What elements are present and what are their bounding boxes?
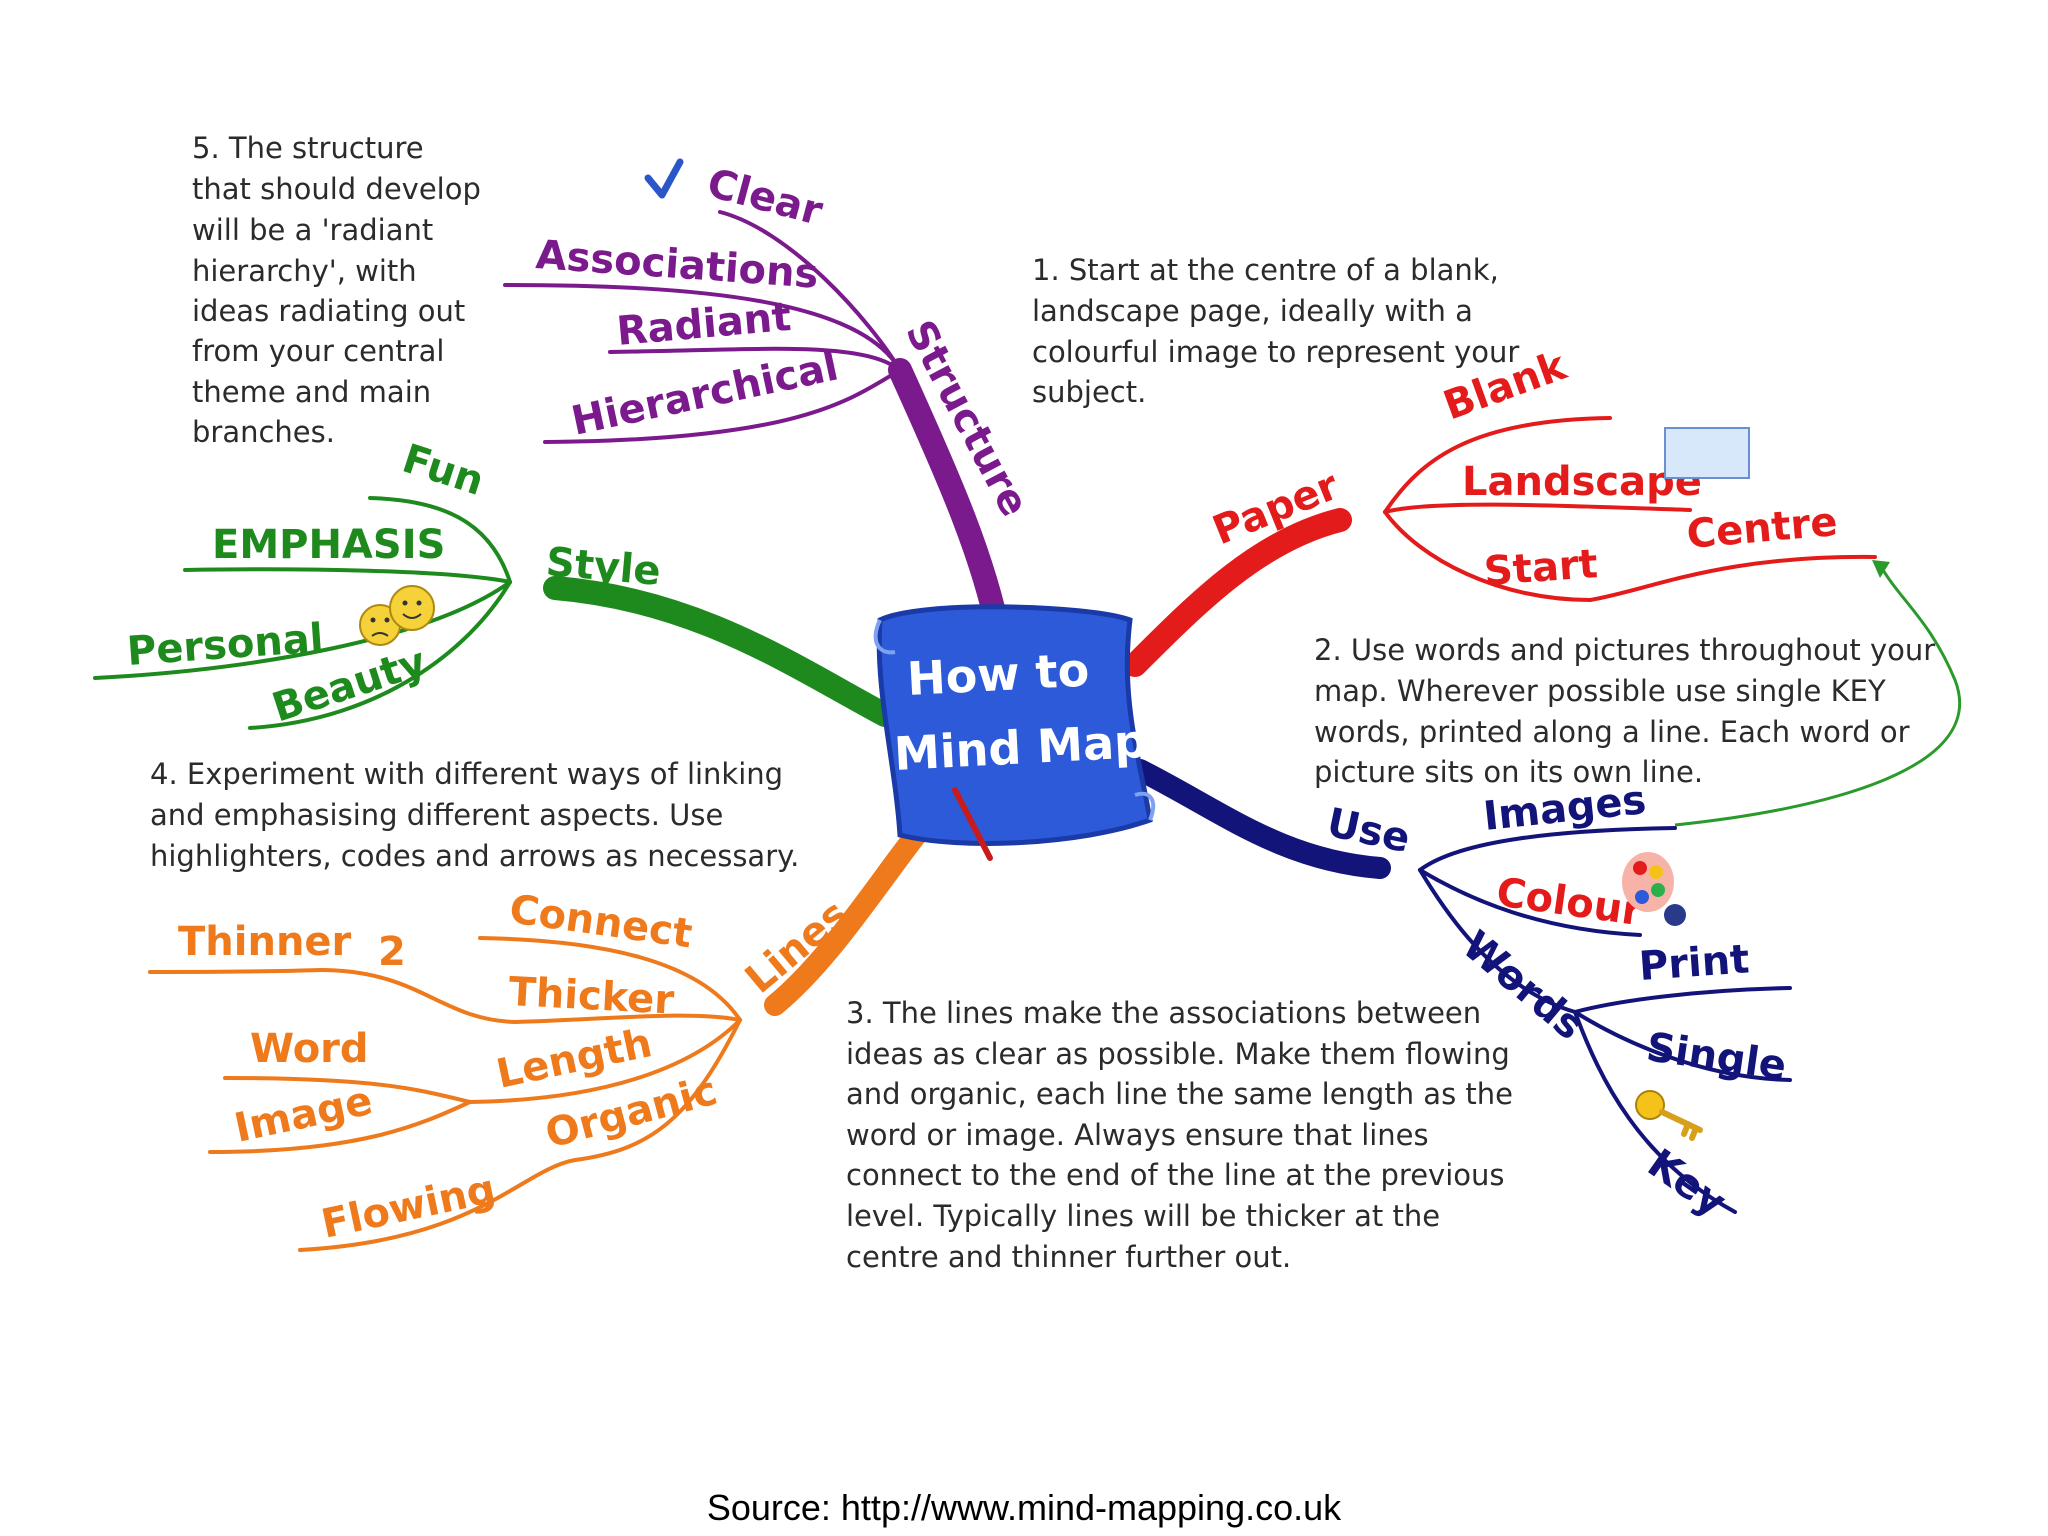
lines-child-thicker: Thicker (507, 969, 675, 1024)
branch-style-label: Style (544, 539, 662, 595)
center-title-line2: Mind Map (893, 714, 1148, 781)
structure-child-associations: Associations (534, 232, 820, 298)
branch-use-line (1129, 759, 1391, 879)
landscape-page-icon (1664, 427, 1750, 479)
lines-subbranches (148, 936, 742, 1252)
paint-palette-icon (1622, 852, 1686, 926)
structure-child-hierarchical: Hierarchical (568, 343, 843, 444)
lines-child-word: Word (250, 1026, 369, 1072)
use-child-print: Print (1637, 936, 1750, 990)
structure-child-radiant: Radiant (615, 294, 793, 355)
note-2: 2. Use words and pictures throughout you… (1314, 633, 1944, 789)
style-child-fun: Fun (397, 436, 489, 505)
key-icon (1635, 1090, 1703, 1141)
center-title-line1: How to (906, 643, 1091, 706)
use-subbranches (1418, 826, 1792, 1214)
checkmark-icon (644, 158, 684, 199)
lines-child-2: 2 (378, 929, 406, 975)
branch-style-line (543, 576, 897, 727)
paper-child-start: Start (1482, 541, 1599, 595)
arrow-head-icon (1872, 560, 1890, 578)
note-5: 5. The structure that should develop wil… (192, 131, 490, 449)
paper-child-centre: Centre (1685, 499, 1839, 558)
paper-subbranches (1383, 416, 1877, 602)
branch-lines-line (764, 819, 931, 1016)
arrow-icon (1674, 564, 1962, 827)
pencil-icon (952, 787, 993, 861)
smiley-faces-icon (359, 585, 435, 646)
lines-child-thinner: Thinner (178, 919, 352, 965)
note-3: 3. The lines make the associations betwe… (846, 996, 1522, 1274)
branch-paper-line (1123, 508, 1352, 677)
note-1: 1. Start at the centre of a blank, lands… (1032, 253, 1529, 409)
use-child-single: Single (1644, 1024, 1790, 1089)
central-image: How to Mind Map (873, 604, 1156, 861)
use-child-key: Key (1639, 1141, 1734, 1227)
structure-child-clear: Clear (702, 160, 827, 235)
source-caption: Source: http://www.mind-mapping.co.uk (707, 1487, 1342, 1528)
paper-child-landscape: Landscape (1462, 459, 1702, 505)
style-child-personal: Personal (125, 615, 324, 675)
lines-child-length: Length (493, 1020, 656, 1098)
style-child-emphasis: EMPHASIS (212, 522, 445, 568)
style-subbranches (93, 496, 512, 730)
note-4: 4. Experiment with different ways of lin… (150, 757, 799, 873)
use-child-words: Words (1454, 922, 1593, 1049)
structure-subbranches (503, 210, 902, 444)
